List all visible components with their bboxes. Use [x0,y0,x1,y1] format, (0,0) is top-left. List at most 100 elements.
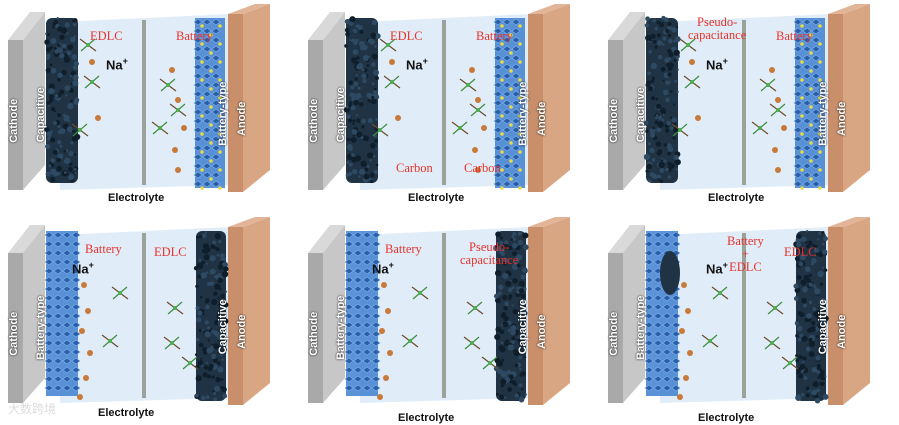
na-ion [481,125,487,131]
na-ion [475,97,481,103]
left-material-label: Capacitive [335,87,348,143]
left-electrode-label: Cathode [8,98,21,143]
na-ion [379,328,385,334]
left-material-note: Carbon [396,161,433,175]
anion [769,103,787,117]
anion [379,38,397,52]
right-material-label: Capacitive [517,299,530,355]
left-electrode-label: Cathode [308,98,321,143]
anion [111,286,129,300]
na-ion [472,147,478,153]
anode-plate [228,227,243,405]
anion [71,123,89,137]
anion [481,356,499,370]
left-material-label: Battery-type [335,295,348,360]
anion [181,356,199,370]
na-ion [679,328,685,334]
electrolyte-label: Electrolyte [398,412,455,424]
right-electrode-label: Anode [836,314,849,349]
na-ion [381,282,387,288]
na-ion [475,167,481,173]
sodium-ion-label: Na+ [72,260,94,277]
anion [701,334,719,348]
anion [463,336,481,350]
separator [142,233,146,398]
electrolyte-label: Electrolyte [708,192,765,204]
left-electrode-label: Cathode [608,98,621,143]
na-ion [689,59,695,65]
na-ion [389,59,395,65]
right-electrode-label: Anode [836,101,849,136]
cathode-plate [608,40,623,190]
right-mechanism-label: Battery [176,29,213,43]
sodium-ion-label: Na+ [706,260,728,277]
na-ion [79,328,85,334]
anode-plate [828,227,843,405]
right-mechanism-label: Pseudo-capacitance [460,240,519,268]
sodium-ion-label: Na+ [406,56,428,73]
left-mechanism-label: EDLC [90,29,123,43]
na-ion [175,167,181,173]
right-material-label: Capacitive [217,299,230,355]
na-ion [181,125,187,131]
na-ion [695,115,701,121]
left-mechanism-label: EDLC [390,29,423,43]
cell-illustration [8,217,270,405]
na-ion [377,394,383,400]
left-electrode-label: Cathode [308,311,321,356]
electrolyte-label: Electrolyte [108,192,165,204]
right-material-label: Battery-type [517,81,530,146]
na-ion [383,375,389,381]
na-ion [85,308,91,314]
na-ion [89,59,95,65]
left-mechanism-label: Battery [385,242,422,256]
anion [371,123,389,137]
left-material-label: Capacitive [635,87,648,143]
right-material-note: Carbon [464,161,501,175]
anion [683,75,701,89]
anion [166,301,184,315]
anion [766,301,784,315]
anion [781,356,799,370]
watermark: 大数跨境 [8,402,57,416]
anion [383,75,401,89]
na-ion [395,115,401,121]
anode-plate [528,14,543,192]
left-electrode-label: Cathode [608,311,621,356]
sodium-ion-label: Na+ [372,260,394,277]
na-ion [83,375,89,381]
separator [442,233,446,398]
na-ion [81,282,87,288]
na-ion [175,97,181,103]
left-mechanism-label: Battery+EDLC [727,234,764,275]
right-mechanism-label: Battery [476,29,513,43]
cell-illustration [608,4,870,192]
na-ion [87,350,93,356]
anion [169,103,187,117]
left-material-label: Battery-type [635,295,648,360]
na-ion [775,97,781,103]
separator [442,20,446,185]
anion [411,286,429,300]
separator [742,20,746,185]
na-ion [769,67,775,73]
right-electrode-label: Anode [236,314,249,349]
left-mechanism-label: Pseudo-capacitance [688,15,747,43]
left-mechanism-label: Battery [85,242,122,256]
sodium-ion-label: Na+ [706,56,728,73]
anion [759,78,777,92]
anion [763,336,781,350]
anode-plate [228,14,243,192]
na-ion [775,167,781,173]
electrolyte-label: Electrolyte [98,407,155,419]
cell-illustration [8,4,270,192]
anion [469,103,487,117]
na-ion [385,308,391,314]
na-ion [169,67,175,73]
cell-illustration [308,217,570,405]
na-ion [172,147,178,153]
